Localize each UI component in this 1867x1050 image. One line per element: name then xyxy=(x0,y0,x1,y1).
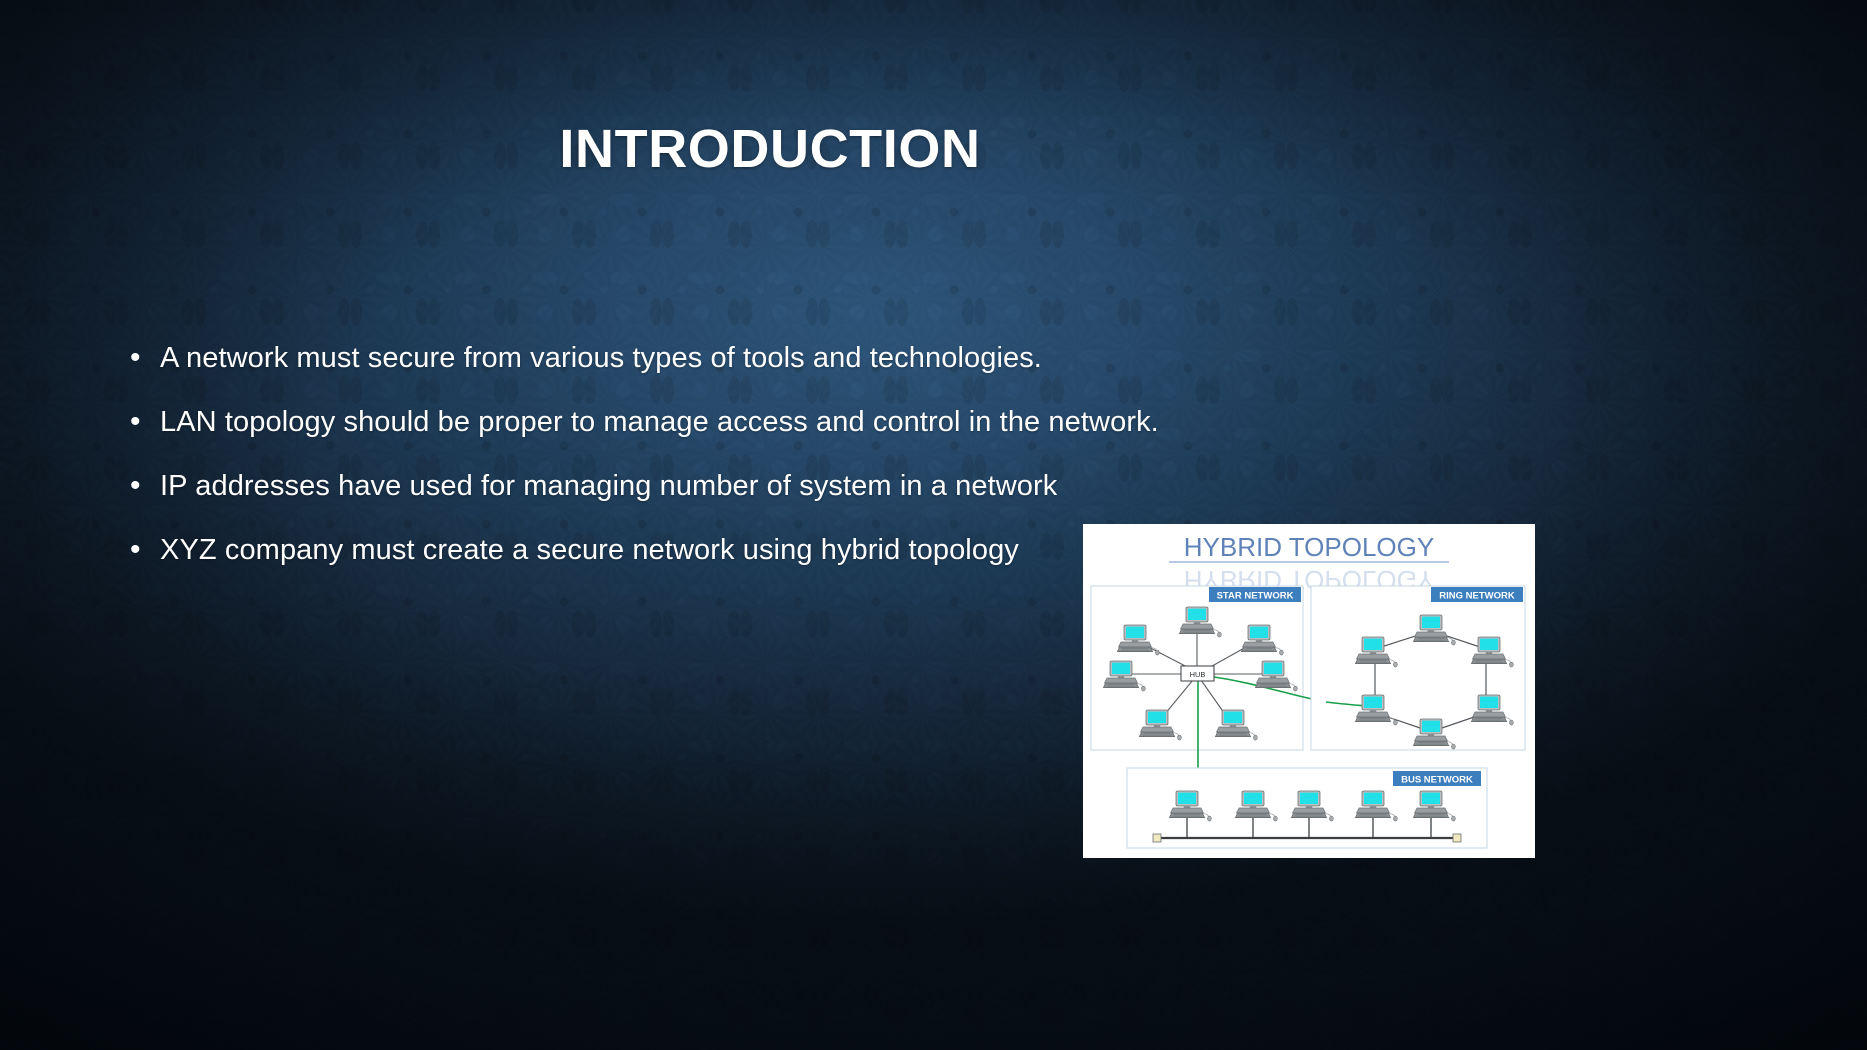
bullet-text-2: LAN topology should be proper to manage … xyxy=(160,406,1159,438)
star-network-panel: STAR NETWORK HUB xyxy=(1090,585,1327,772)
ring-network-label-badge xyxy=(1431,587,1523,602)
bullet-text-3: IP addresses have used for managing numb… xyxy=(160,470,1058,502)
slide-title: INTRODUCTION xyxy=(559,119,981,179)
hub-label: HUB xyxy=(1190,670,1206,679)
star-network-label-badge xyxy=(1209,587,1301,602)
star-network-label: STAR NETWORK xyxy=(1217,591,1294,602)
bullet-marker-icon: • xyxy=(130,405,141,438)
bullet-marker-icon: • xyxy=(130,341,141,374)
bullet-text-1: A network must secure from various types… xyxy=(160,342,1042,374)
bus-terminator-right xyxy=(1452,833,1462,843)
bus-terminator-left xyxy=(1152,833,1162,843)
bus-network-label: BUS NETWORK xyxy=(1401,775,1473,786)
bus-network-label-badge xyxy=(1393,771,1481,786)
bullet-marker-icon: • xyxy=(130,469,141,502)
bullet-list: • A network must secure from various typ… xyxy=(126,338,1486,594)
bullet-text-4: XYZ company must create a secure network… xyxy=(160,534,1019,566)
topology-title: HYBRID TOPOLOGY xyxy=(1184,532,1434,562)
bus-drop-links xyxy=(1186,818,1432,838)
ring-network-panel: RING NETWORK xyxy=(1310,585,1526,751)
bullet-item-1: • A network must secure from various typ… xyxy=(126,338,1486,378)
bus-network-panel: BUS NETWORK xyxy=(1126,767,1488,849)
bullet-marker-icon: • xyxy=(130,533,141,566)
ring-network-label: RING NETWORK xyxy=(1439,591,1515,602)
bullet-item-4: • XYZ company must create a secure netwo… xyxy=(126,530,1486,570)
hybrid-topology-image[interactable]: HYBRID TOPOLOGY HYBRID TOPOLOGY STAR NET… xyxy=(1083,524,1535,858)
bullet-item-3: • IP addresses have used for managing nu… xyxy=(126,466,1486,506)
bullet-item-2: • LAN topology should be proper to manag… xyxy=(126,402,1486,442)
hub-node xyxy=(1180,665,1215,682)
hybrid-topology-diagram: HYBRID TOPOLOGY HYBRID TOPOLOGY STAR NET… xyxy=(1083,524,1535,858)
